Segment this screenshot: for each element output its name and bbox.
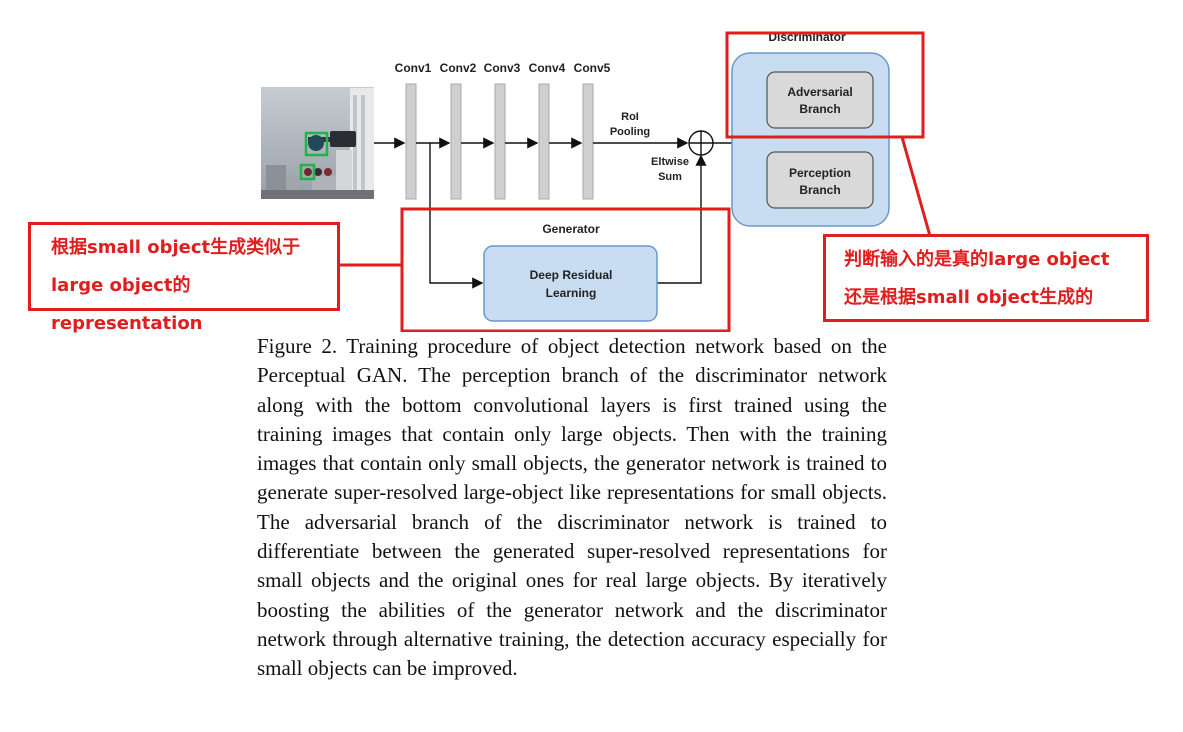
right-annotation-line-2: 还是根据small object生成的 <box>844 287 1094 308</box>
conv3-layer <box>494 83 506 200</box>
conv2-label: Conv2 <box>440 61 477 75</box>
conv3-label: Conv3 <box>484 61 521 75</box>
left-annotation: 根据small object生成类似于 large object的represe… <box>28 222 340 334</box>
network-diagram: Conv1 Conv2 Conv3 Conv4 Conv5 RoI Poolin… <box>261 30 932 332</box>
conv4-label: Conv4 <box>529 61 566 75</box>
eltwise-sum-node <box>688 130 714 156</box>
right-annotation-line-1: 判断输入的是真的large object <box>844 249 1110 270</box>
right-leader-line <box>900 136 932 237</box>
perception-branch-box <box>766 151 874 209</box>
input-image <box>261 87 374 199</box>
caption-text: Figure 2. Training procedure of object d… <box>257 334 887 681</box>
adversarial-branch-box <box>766 71 874 129</box>
figure-caption: Figure 2. Training procedure of object d… <box>257 332 887 684</box>
generator-title: Generator <box>542 222 600 236</box>
adversarial-highlight <box>725 31 925 139</box>
generator-highlight <box>400 207 731 332</box>
conv1-layer <box>405 83 417 200</box>
roi-label-1: RoI <box>621 111 639 123</box>
red-highlights <box>338 31 932 332</box>
conv4-layer <box>538 83 550 200</box>
conv-layers: Conv1 Conv2 Conv3 Conv4 Conv5 <box>395 61 611 200</box>
roi-label-2: Pooling <box>610 126 650 138</box>
right-annotation: 判断输入的是真的large object 还是根据small object生成的 <box>823 234 1149 322</box>
eltwise-label-1: Eltwise <box>651 156 689 168</box>
conv5-label: Conv5 <box>574 61 611 75</box>
adversarial-line-2: Branch <box>799 102 840 116</box>
generator-box: Deep Residual Learning <box>483 245 658 322</box>
perception-line-1: Perception <box>789 166 851 180</box>
eltwise-label-2: Sum <box>658 171 682 183</box>
conv5-layer <box>582 83 594 200</box>
conv2-layer <box>450 83 462 200</box>
conv1-label: Conv1 <box>395 61 432 75</box>
perception-line-2: Branch <box>799 183 840 197</box>
adversarial-line-1: Adversarial <box>787 85 852 99</box>
left-annotation-line-2: large object的representation <box>51 275 203 334</box>
left-annotation-line-1: 根据small object生成类似于 <box>51 237 301 258</box>
generator-box-line-1: Deep Residual <box>530 268 613 282</box>
generator-box-line-2: Learning <box>546 286 597 300</box>
discriminator-box: Discriminator Adversarial Branch Percept… <box>731 30 890 227</box>
